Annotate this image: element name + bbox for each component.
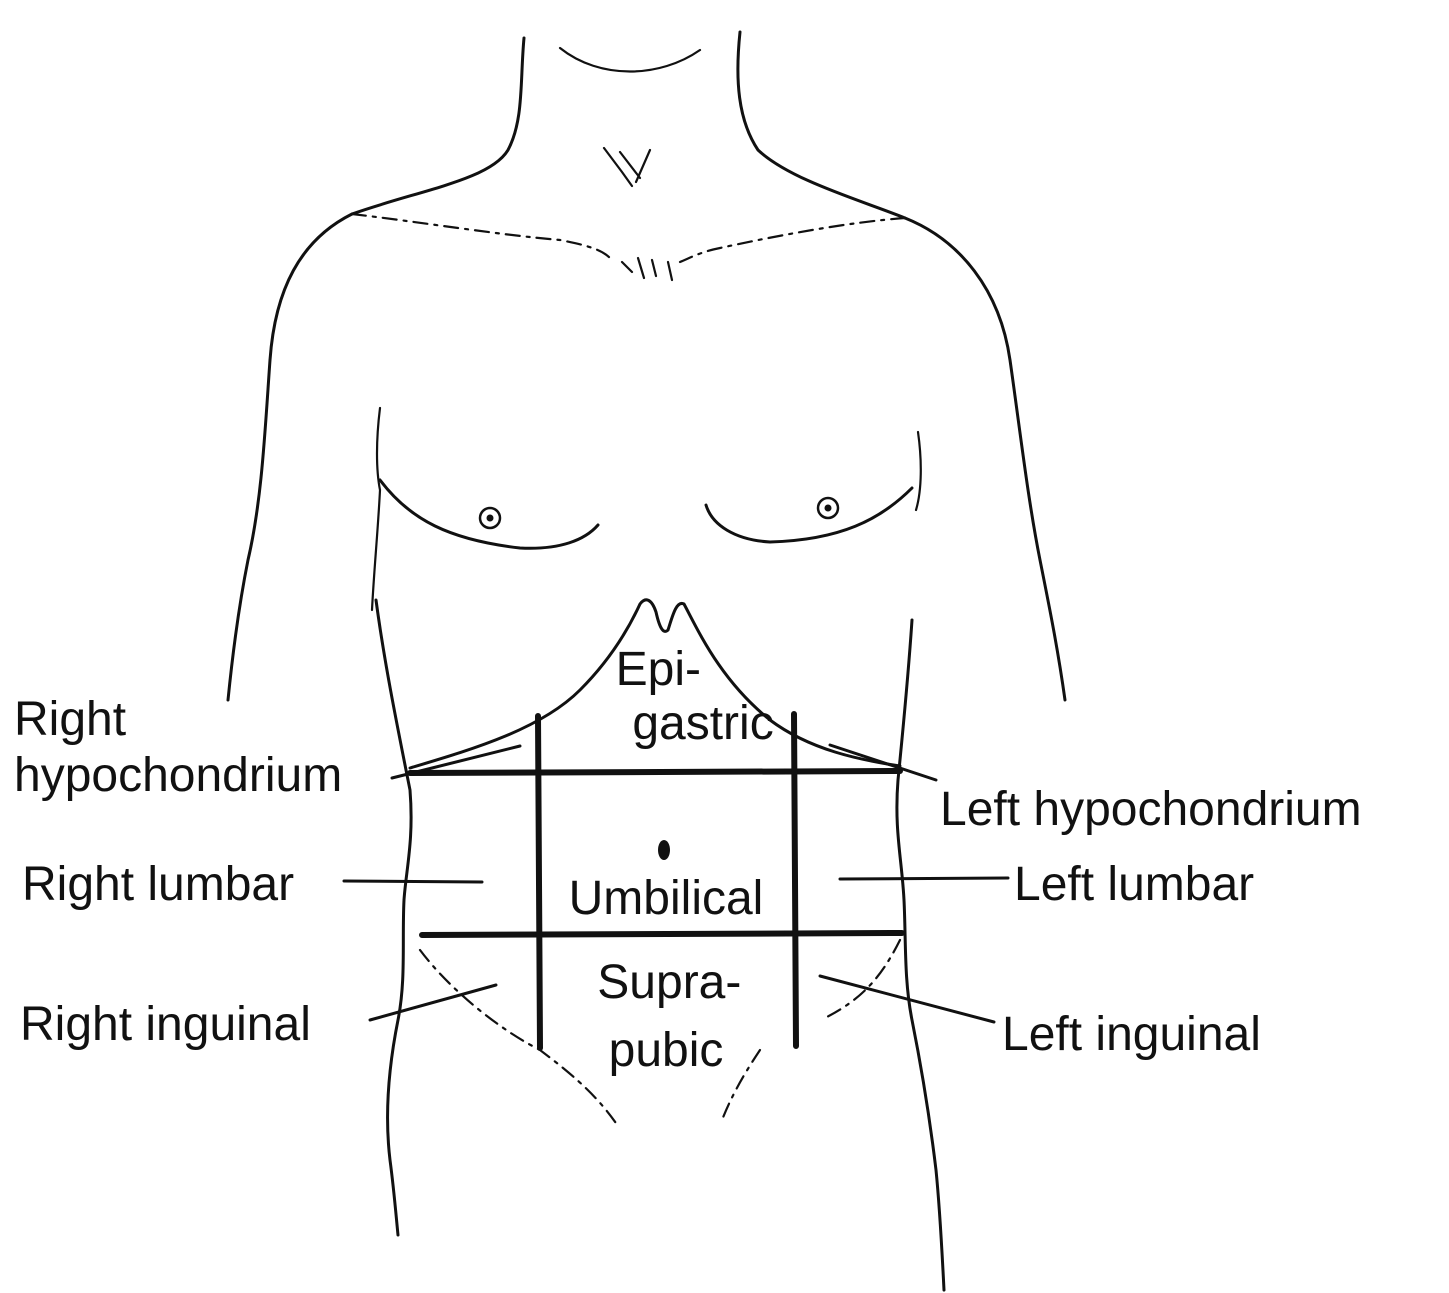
left-armpit [372, 408, 380, 610]
label-right-inguinal: Right inguinal [20, 998, 311, 1051]
left-clavicle [352, 214, 610, 258]
chin-line [560, 48, 700, 72]
leader-left-hypochondrium [830, 745, 936, 780]
label-right-lumbar: Right lumbar [22, 858, 294, 911]
umbilicus [658, 840, 670, 860]
suprasternal-notch [604, 148, 650, 186]
right-armpit [916, 432, 921, 510]
right-pectoral [706, 488, 912, 542]
left-groin-lower [722, 1050, 760, 1120]
label-epigastric: Epi- gastric [616, 643, 774, 750]
right-shoulder-arm [905, 218, 1065, 700]
neck-right-edge [738, 32, 905, 218]
intertubercular-plane-line [422, 933, 902, 935]
neck-left-edge [352, 38, 524, 214]
region-labels: Right hypochondrium Epi- gastric Left hy… [14, 643, 1362, 1077]
right-clavicle [680, 218, 905, 262]
left-midclavicular-line [794, 714, 796, 1046]
torso-left-side [897, 620, 944, 1290]
label-suprapubic: Supra- pubic [597, 956, 754, 1077]
right-midclavicular-line [538, 716, 540, 1048]
label-umbilical: Umbilical [569, 872, 764, 925]
left-shoulder-arm [228, 214, 352, 700]
left-nipple [480, 508, 500, 528]
right-groin-line [420, 950, 618, 1126]
label-left-hypochondrium: Left hypochondrium [940, 783, 1362, 836]
left-pectoral [380, 480, 598, 548]
label-right-hypochondrium: Right hypochondrium [14, 693, 342, 802]
torso-right-side [376, 600, 411, 1235]
label-left-lumbar: Left lumbar [1014, 858, 1254, 911]
subcostal-plane-line [410, 771, 900, 773]
label-left-inguinal: Left inguinal [1002, 1008, 1261, 1061]
right-nipple [818, 498, 838, 518]
leader-right-lumbar [344, 881, 482, 882]
leader-right-inguinal [370, 985, 496, 1020]
leader-left-lumbar [840, 878, 1008, 879]
sternal-marks [622, 258, 672, 280]
